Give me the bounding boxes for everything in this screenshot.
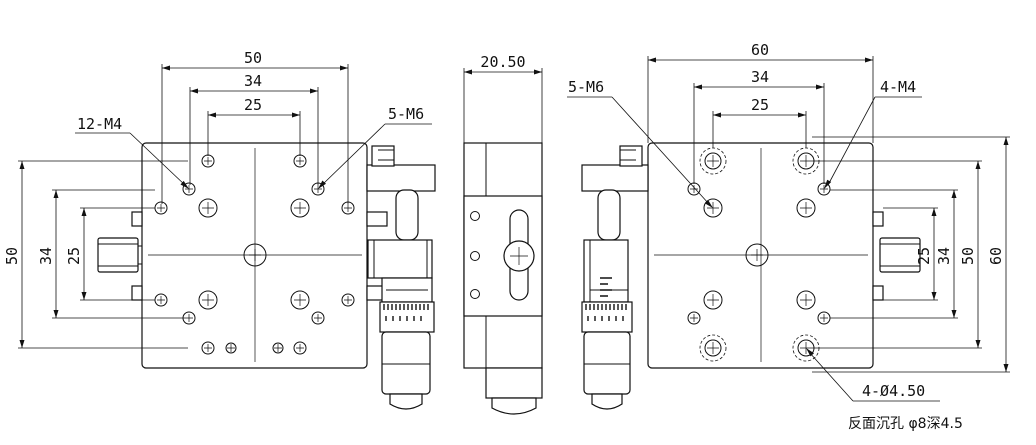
left-dim-left-outer: 50 (3, 247, 21, 265)
left-dim-left-inner: 25 (65, 247, 83, 265)
left-lock-knob (97, 237, 139, 273)
left-callout-5-m6: 5-M6 (388, 105, 424, 123)
left-callout-12-m4: 12-M4 (77, 115, 122, 133)
right-dim-right-middle-34: 34 (935, 247, 953, 265)
left-center-hole (243, 243, 267, 267)
right-note-counterbore-depth: 反面沉孔 φ8深4.5 (848, 416, 963, 432)
left-m6-holes (198, 198, 310, 310)
left-dim-top-inner: 25 (244, 96, 262, 114)
right-stage-plate (647, 142, 874, 369)
right-dim-top-inner: 25 (751, 96, 769, 114)
right-callout-counterbore: 4-Ø4.50 (862, 382, 925, 400)
right-lock-knob (879, 237, 921, 273)
left-micrometer (367, 189, 435, 410)
right-dim-top-outer: 60 (751, 41, 769, 59)
middle-side-view: 20.50 (463, 53, 543, 415)
right-m6-holes (703, 198, 816, 310)
left-stage-plate (141, 142, 368, 369)
right-dim-right-middle: 50 (959, 247, 977, 265)
right-bottom-view: 60 34 25 25 34 50 60 (567, 41, 1010, 432)
right-micrometer (581, 189, 633, 410)
left-top-view: 50 34 25 50 34 25 12-M4 5- (3, 49, 436, 410)
side-dim-width: 20.50 (480, 53, 525, 71)
right-callout-5-m6: 5-M6 (568, 78, 604, 96)
right-dim-right-inner: 25 (915, 247, 933, 265)
left-dim-left-middle: 34 (37, 247, 55, 265)
right-dim-top-middle: 34 (751, 68, 769, 86)
right-dim-right-outer: 60 (987, 247, 1005, 265)
left-dim-top-middle: 34 (244, 72, 262, 90)
right-callout-4-m4: 4-M4 (880, 78, 916, 96)
left-dim-top-outer: 50 (244, 49, 262, 67)
